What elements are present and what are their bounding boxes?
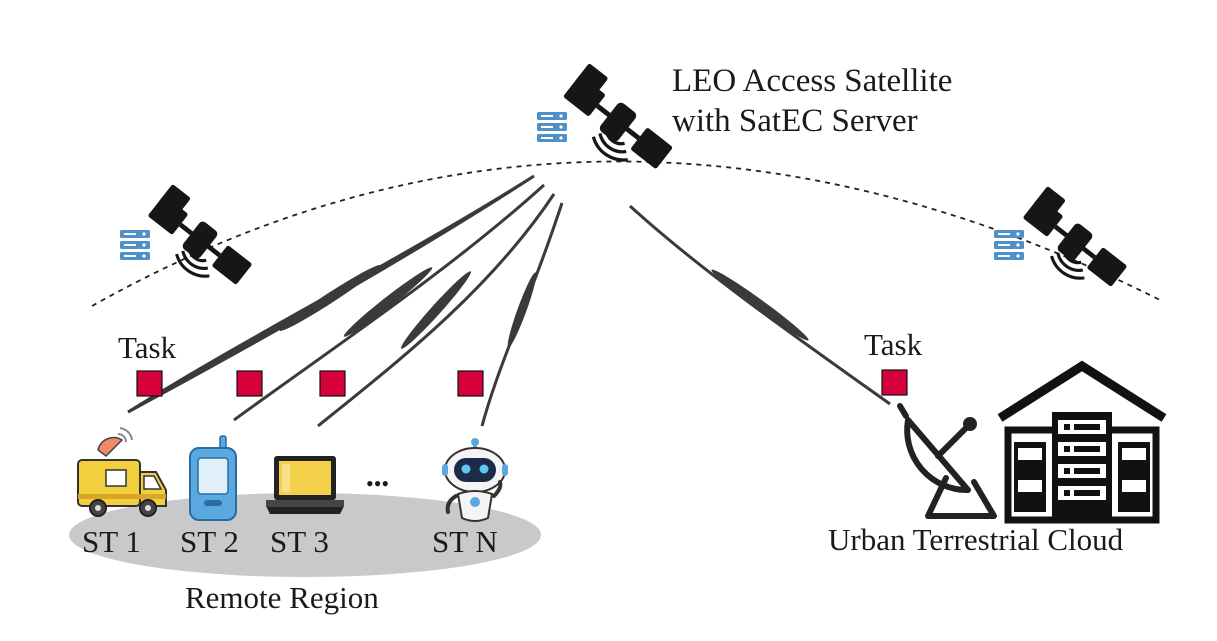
- task-label-right: Task: [864, 327, 923, 362]
- task-marker-stn: [457, 370, 484, 397]
- terminal-label-st3: ST 3: [270, 524, 329, 559]
- server-icon: [537, 112, 567, 142]
- robot-icon: [442, 438, 508, 522]
- link-st3: [317, 193, 556, 428]
- terminal-label-st1: ST 1: [82, 524, 141, 559]
- server-icon: [994, 230, 1024, 260]
- uplink-beams: [127, 174, 891, 428]
- beam-swells: [279, 265, 809, 349]
- satellite-icon: [1018, 184, 1132, 292]
- satellite-right: [1018, 184, 1132, 292]
- satellite-icon: [558, 61, 678, 175]
- access-satellite-label-line1: LEO Access Satellite: [672, 63, 952, 99]
- server-icon: [120, 230, 150, 260]
- ellipsis: •••: [366, 471, 389, 496]
- cloud-label: Urban Terrestrial Cloud: [828, 522, 1124, 557]
- phone-icon: [189, 435, 237, 521]
- server-access: [537, 112, 567, 142]
- link-st1: [127, 174, 535, 414]
- terminal-label-stn: ST N: [432, 524, 498, 559]
- link-cloud: [628, 204, 891, 406]
- server-right: [994, 230, 1024, 260]
- task-marker-st3: [319, 370, 346, 397]
- access-satellite-label-line2: with SatEC Server: [672, 103, 918, 139]
- data-center-icon: [997, 360, 1167, 524]
- laptop-icon: [266, 456, 344, 514]
- task-marker-st1: [136, 370, 163, 397]
- task-marker-st2: [236, 370, 263, 397]
- remote-region-area: [69, 493, 541, 577]
- ground-station-dish-icon: [897, 403, 997, 519]
- region-label: Remote Region: [185, 580, 379, 615]
- van-with-dish-icon: [77, 427, 167, 517]
- terminal-label-st2: ST 2: [180, 524, 239, 559]
- link-stn: [480, 202, 564, 427]
- access-satellite: [558, 61, 678, 175]
- task-marker-cloud: [881, 369, 908, 396]
- server-left: [120, 230, 150, 260]
- task-label-left: Task: [118, 330, 177, 365]
- link-st2: [233, 183, 546, 422]
- task-markers: [136, 369, 908, 397]
